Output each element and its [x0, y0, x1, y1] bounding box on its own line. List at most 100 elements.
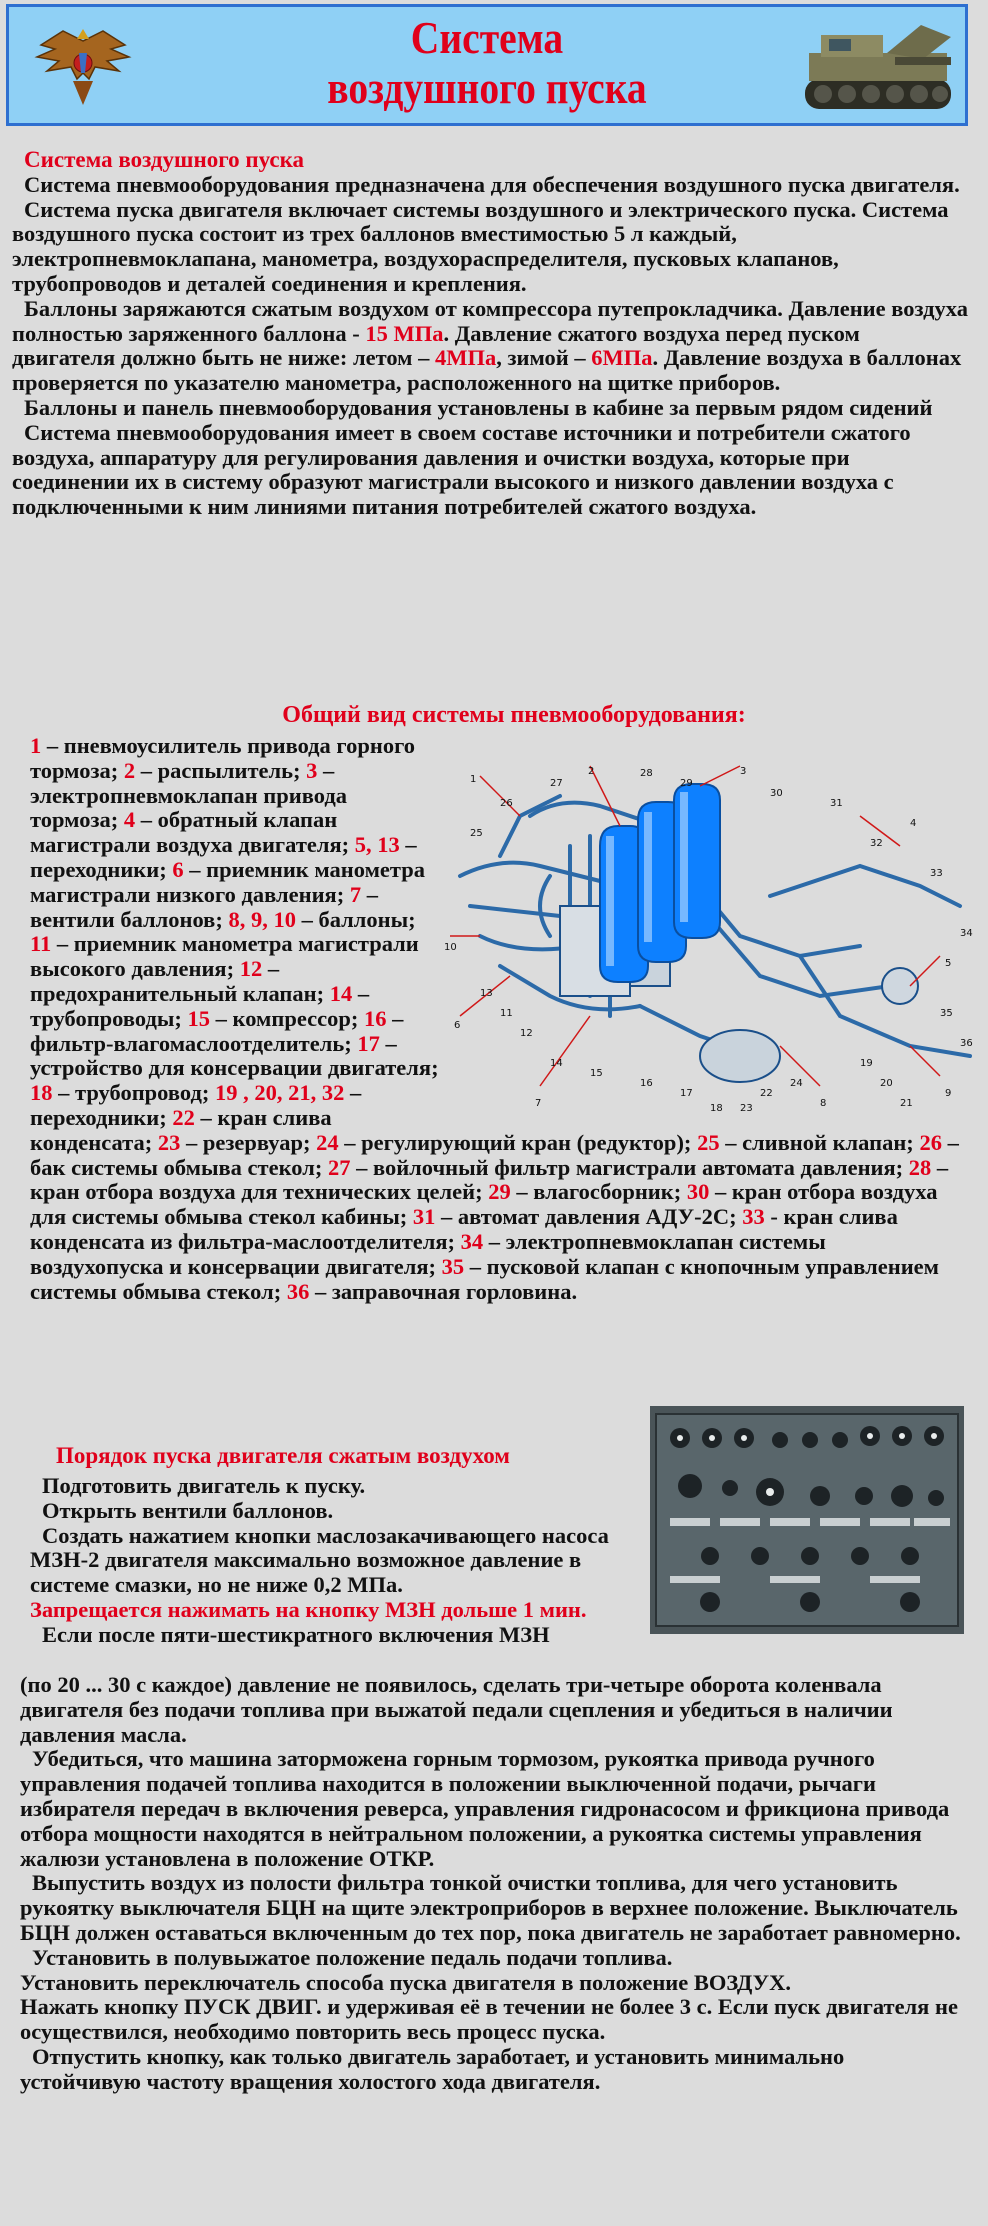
part-number: 29 [488, 1179, 511, 1205]
part-description: – распылитель; [135, 757, 307, 783]
step: Создать нажатием кнопки маслозакачивающе… [30, 1522, 609, 1598]
paragraph: Система пневмооборудования имеет в своем… [12, 419, 911, 520]
eagle-emblem-icon [34, 29, 132, 105]
diagram-callout: 16 [640, 1078, 653, 1089]
diagram-callout: 18 [710, 1103, 723, 1114]
step: Выпустить воздух из полости фильтра тонк… [20, 1870, 961, 1945]
part-number: 34 [460, 1228, 484, 1254]
part-number: 15 [187, 1005, 211, 1031]
part-description: – приемник манометра магистрали высокого… [30, 931, 419, 982]
part-description: – трубопровод; [52, 1080, 215, 1106]
part-number: 7 [349, 881, 362, 907]
part-description: – электропневмоклапан системы воздухопус… [30, 1228, 826, 1279]
diagram-callout: 10 [444, 942, 457, 953]
step: Если после пяти-шестикратного включения … [42, 1621, 550, 1647]
diagram-callout: 36 [960, 1038, 973, 1049]
part-number: 17 [357, 1030, 380, 1056]
part-description: – фильтр-влагомаслоотделитель; [30, 1005, 404, 1056]
part-number: 35 [441, 1253, 465, 1279]
part-description: – резервуар; [180, 1129, 317, 1155]
part-description: – заправочная горловина. [309, 1278, 578, 1304]
part-number: 26 [919, 1129, 942, 1155]
step: Установить в полувыжатое положение педал… [32, 1944, 673, 1970]
diagram-callout: 14 [550, 1058, 563, 1069]
part-description: – устройство для консервации двигателя; [30, 1030, 439, 1081]
diagram-heading: Общий вид системы пневмооборудования: [282, 702, 746, 728]
part-description: – переходники; [30, 1080, 362, 1130]
diagram-callout: 6 [454, 1020, 460, 1031]
paragraph: Система пневмооборудования предназначена… [24, 171, 960, 197]
part-number: 8, 9, 10 [228, 906, 296, 932]
diagram-callout: 30 [770, 788, 783, 799]
part-number: 33 [742, 1204, 765, 1230]
part-number: 12 [239, 956, 263, 982]
part-number: 22 [172, 1104, 195, 1130]
diagram-callout: 21 [900, 1098, 913, 1109]
procedure-steps-bottom: (по 20 ... 30 с каждое) давление не появ… [20, 1672, 970, 2095]
part-number: 36 [286, 1278, 310, 1304]
diagram-callout: 13 [480, 988, 493, 999]
step: Отпустить кнопку, как только двигатель з… [20, 2043, 845, 2094]
part-number: 16 [363, 1005, 387, 1031]
pressure-value: 4МПа [435, 345, 497, 371]
diagram-callout: 34 [960, 928, 973, 939]
diagram-callout: 32 [870, 838, 883, 849]
part-description: – баллоны; [295, 906, 416, 932]
part-number: 25 [697, 1129, 720, 1155]
diagram-callout: 20 [880, 1078, 893, 1089]
part-number: 5, 13 [354, 832, 400, 858]
part-description: – пусковой клапан с кнопочным управление… [30, 1253, 939, 1304]
diagram-callout: 22 [760, 1088, 773, 1099]
part-description: – регулирующий кран (редуктор); [338, 1129, 698, 1155]
part-description: – приемник манометра магистрали низкого … [30, 856, 425, 907]
part-number: 2 [123, 757, 136, 783]
paragraph: Баллоны заряжаются сжатым воздухом от ко… [12, 295, 968, 396]
part-description: – трубопроводы; [30, 980, 370, 1031]
diagram-callout: 12 [520, 1028, 533, 1039]
part-description: – войлочный фильтр магистрали автомата д… [350, 1154, 909, 1180]
diagram-callout: 4 [910, 818, 916, 829]
pressure-value: 6МПа [591, 345, 653, 371]
part-description: – переходники; [30, 832, 417, 882]
part-description: – автомат давления АДУ-2С; [435, 1204, 743, 1230]
diagram-callout: 28 [640, 768, 653, 779]
part-description: – влагосборник; [510, 1179, 687, 1205]
step: Подготовить двигатель к пуску. [42, 1473, 366, 1498]
diagram-callout: 33 [930, 868, 943, 879]
part-number: 31 [412, 1204, 436, 1230]
part-description: – бак системы обмыва стекол; [30, 1129, 959, 1180]
diagram-callout: 1 [470, 774, 476, 785]
part-description: – электропневмоклапан привода тормоза; [30, 757, 347, 833]
parts-list: 1 – пневмоусилитель привода горного торм… [30, 733, 960, 1304]
part-description: – предохранительный клапан; [30, 956, 330, 1006]
part-number: 6 [172, 856, 184, 882]
part-description: – компрессор; [210, 1005, 364, 1031]
part-number: 3 [306, 757, 318, 783]
step: Убедиться, что машина заторможена горным… [20, 1746, 950, 1871]
diagram-callout: 31 [830, 798, 843, 809]
diagram-callout: 35 [940, 1008, 953, 1019]
diagram-callout: 8 [820, 1098, 826, 1109]
control-panel-photo [650, 1406, 964, 1634]
step: Открыть вентили баллонов. [42, 1497, 334, 1523]
diagram-callout: 29 [680, 778, 693, 789]
paragraph: Система пуска двигателя включает системы… [12, 196, 949, 296]
part-number: 27 [327, 1154, 351, 1180]
part-description: - кран слива конденсата из фильтра-масло… [30, 1204, 898, 1254]
part-number: 14 [329, 980, 353, 1006]
diagram-callout: 27 [550, 778, 563, 789]
diagram-callout: 19 [860, 1058, 873, 1069]
step: (по 20 ... 30 с каждое) давление не появ… [20, 1672, 893, 1747]
diagram-callout: 3 [740, 766, 746, 777]
diagram-callout: 23 [740, 1103, 753, 1114]
part-description: – обратный клапан магистрали воздуха дви… [30, 807, 355, 858]
page-title: Система воздушного пуска [327, 12, 647, 113]
diagram-callout: 2 [588, 766, 594, 777]
part-description: – кран отбора воздуха для технических це… [30, 1154, 949, 1205]
part-number: 30 [686, 1179, 710, 1205]
step: Установить переключатель способа пуска д… [20, 1969, 792, 1995]
diagram-callout: 15 [590, 1068, 603, 1079]
pressure-value: 15 МПа [365, 320, 444, 346]
parts-list-text: 1 – пневмоусилитель привода горного торм… [30, 733, 960, 1304]
